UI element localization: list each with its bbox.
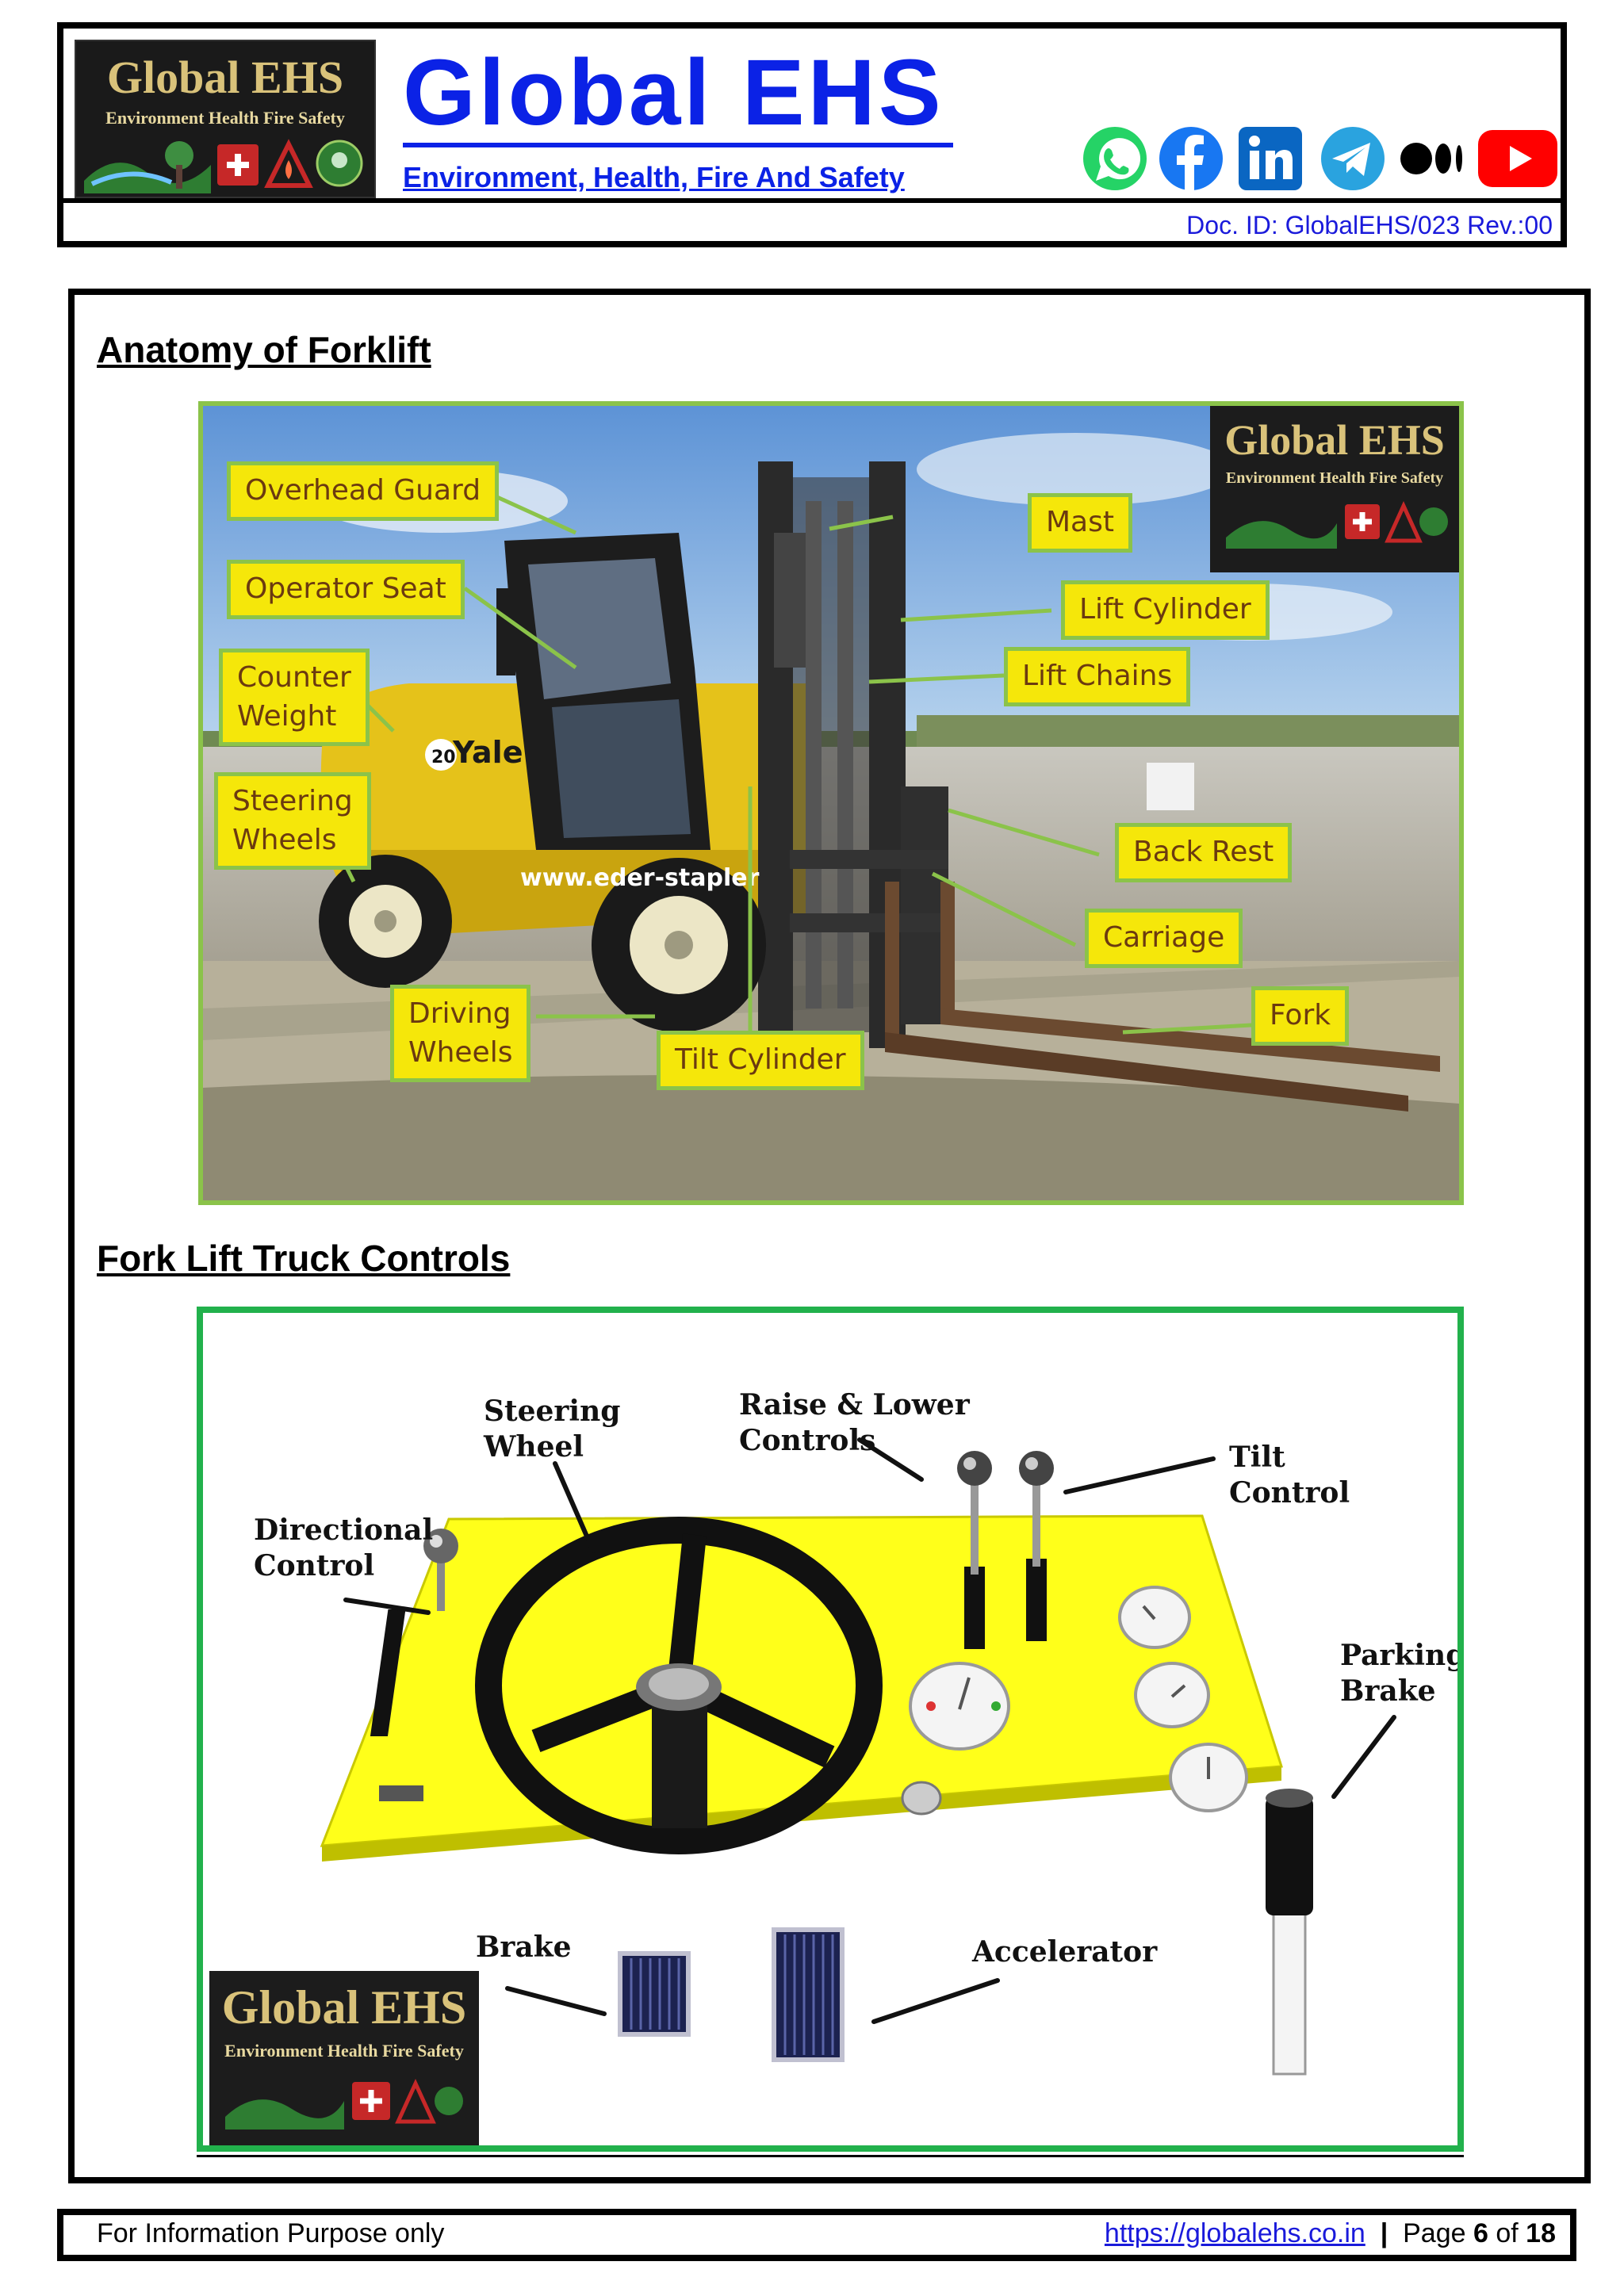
label-mast: Mast: [1028, 493, 1132, 553]
label-steering-wheel: Steering Wheel: [484, 1395, 621, 1464]
controls-watermark-emblem-icon: [225, 2078, 463, 2130]
brand-title: Global EHS: [403, 40, 944, 145]
label-brake: Brake: [476, 1931, 572, 1964]
controls-diagram-illustration: [320, 1437, 1396, 2076]
label-tilt-control: Tilt Control: [1229, 1441, 1350, 1510]
label-back-rest: Back Rest: [1115, 823, 1293, 882]
controls-section-title: Fork Lift Truck Controls: [97, 1238, 511, 1279]
truck-brand-text: Yale: [452, 735, 523, 770]
youtube-icon[interactable]: [1477, 124, 1559, 193]
controls-watermark-title: Global EHS: [221, 1981, 467, 2034]
whatsapp-icon[interactable]: [1080, 124, 1150, 193]
anatomy-watermark-title: Global EHS: [1224, 416, 1445, 464]
forklift-anatomy-image: www.eder-stapler Yale 20 Global EHS Envi…: [198, 401, 1464, 1205]
brand-subtitle[interactable]: Environment, Health, Fire And Safety: [403, 161, 905, 193]
footer-separator: |: [1380, 2218, 1388, 2248]
anatomy-watermark-logo: Global EHS Environment Health Fire Safet…: [1210, 406, 1459, 572]
label-tilt-cylinder: Tilt Cylinder: [657, 1031, 864, 1090]
footer-disclaimer: For Information Purpose only: [97, 2218, 445, 2248]
label-lift-chains: Lift Chains: [1004, 647, 1191, 706]
label-overhead-guard: Overhead Guard: [227, 461, 500, 521]
page-total: 18: [1526, 2218, 1556, 2248]
label-operator-seat: Operator Seat: [227, 560, 465, 619]
header-frame: [57, 22, 1567, 247]
logo-title: Global EHS: [106, 52, 344, 103]
label-parking-brake: Parking Brake: [1340, 1639, 1464, 1708]
controls-watermark-subtitle: Environment Health Fire Safety: [224, 2041, 464, 2061]
label-accelerator: Accelerator: [972, 1935, 1158, 1969]
footer-frame: [57, 2209, 1576, 2261]
label-directional-control: Directional Control: [254, 1513, 434, 1582]
doc-id: Doc. ID: GlobalEHS/023 Rev.:00: [1186, 211, 1553, 239]
page-of: of: [1496, 2218, 1519, 2248]
medium-icon[interactable]: [1397, 124, 1467, 193]
controls-watermark-logo: Global EHS Environment Health Fire Safet…: [209, 1971, 479, 2145]
label-counter-weight: Counter Weight: [219, 649, 370, 747]
linkedin-icon[interactable]: [1235, 124, 1305, 193]
brand-title-underline: [403, 143, 953, 147]
globalehs-logo: Global EHS Environment Health Fire Safet…: [75, 40, 376, 198]
logo-emblem-icon: [84, 139, 363, 193]
anatomy-watermark-emblem-icon: [1226, 500, 1448, 549]
truck-number-text: 20: [431, 748, 456, 767]
footer-page-info: https://globalehs.co.in | Page 6 of 18: [1105, 2218, 1556, 2249]
label-fork: Fork: [1251, 986, 1350, 1046]
facebook-icon[interactable]: [1156, 124, 1226, 193]
content-frame: [68, 289, 1591, 2183]
label-driving-wheels: Driving Wheels: [390, 985, 531, 1083]
controls-image-underline: [197, 2155, 1464, 2157]
anatomy-section-title: Anatomy of Forklift: [97, 329, 431, 370]
label-steering-wheels: Steering Wheels: [214, 772, 371, 871]
label-lift-cylinder: Lift Cylinder: [1061, 580, 1270, 640]
header-divider: [63, 33, 1562, 203]
forklift-controls-image: Steering Wheel Raise & Lower Controls Ti…: [197, 1307, 1464, 2152]
label-raise-lower-controls: Raise & Lower Controls: [739, 1388, 970, 1457]
telegram-icon[interactable]: [1318, 124, 1388, 193]
logo-subtitle: Environment Health Fire Safety: [105, 108, 345, 128]
website-link[interactable]: https://globalehs.co.in: [1104, 2218, 1365, 2248]
page-current: 6: [1473, 2218, 1488, 2248]
label-carriage: Carriage: [1085, 909, 1243, 968]
page-label: Page: [1403, 2218, 1466, 2248]
truck-web-text: www.eder-stapler: [520, 864, 760, 892]
anatomy-watermark-subtitle: Environment Health Fire Safety: [1225, 469, 1444, 487]
